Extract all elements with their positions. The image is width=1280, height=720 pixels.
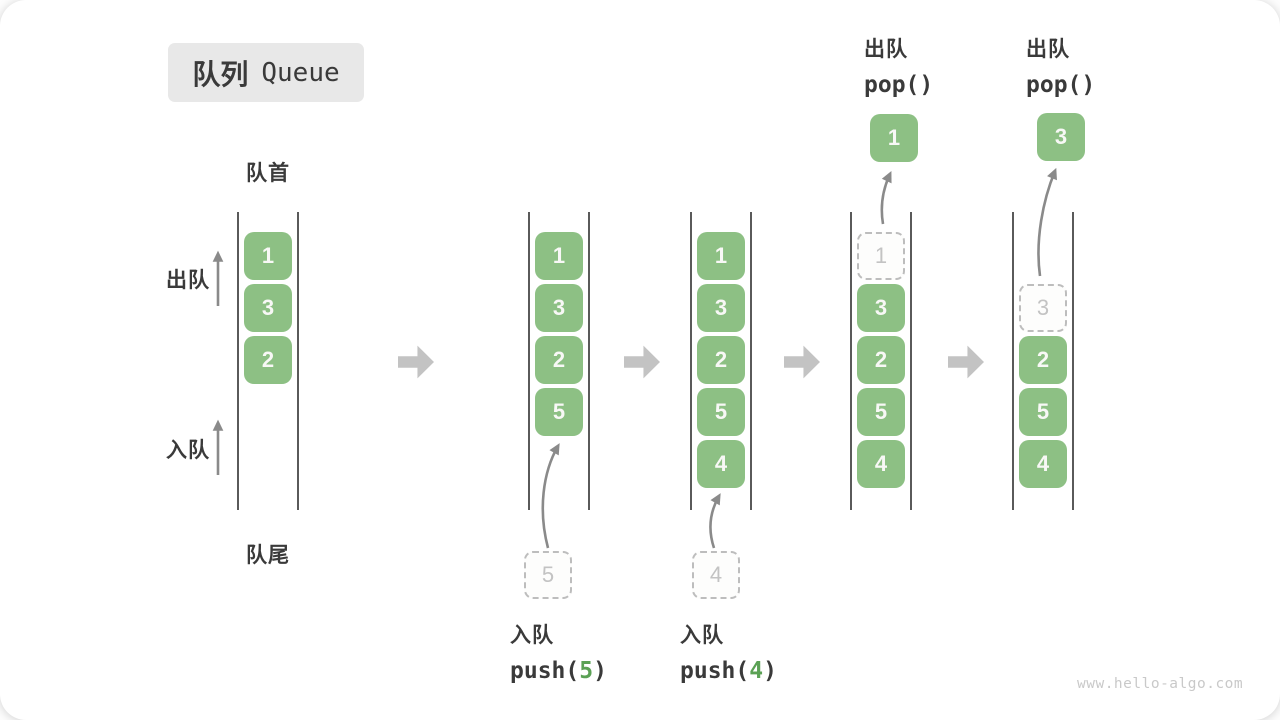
queue-item-solid: 5 bbox=[1019, 388, 1067, 436]
queue-item-solid: 3 bbox=[857, 284, 905, 332]
queue-item-dashed: 1 bbox=[857, 232, 905, 280]
queue-item-solid: 5 bbox=[697, 388, 745, 436]
op-pop-1-code: pop() bbox=[864, 72, 934, 98]
queue-item-solid: 4 bbox=[857, 440, 905, 488]
op-enqueue-5: 入队 push(5) bbox=[510, 619, 607, 684]
label-enqueue-direction: 入队 bbox=[166, 439, 210, 462]
code-prefix: push( bbox=[680, 658, 750, 684]
queue-channel-4 bbox=[850, 212, 912, 510]
queue-channel-5 bbox=[1012, 212, 1074, 510]
queue-item-solid: 4 bbox=[697, 440, 745, 488]
queue-item-solid: 3 bbox=[244, 284, 292, 332]
code-suffix: ) bbox=[593, 658, 607, 684]
queue-item-solid: 3 bbox=[535, 284, 583, 332]
transition-arrow-icon bbox=[948, 345, 984, 379]
queue-item-solid: 1 bbox=[535, 232, 583, 280]
queue-item-solid: 5 bbox=[535, 388, 583, 436]
queue-item-solid: 2 bbox=[1019, 336, 1067, 384]
transition-arrow-icon bbox=[784, 345, 820, 379]
op-pop-1-label: 出队 bbox=[864, 38, 908, 61]
queue-item-solid: 5 bbox=[857, 388, 905, 436]
code-arg: 4 bbox=[749, 658, 764, 684]
title-en: Queue bbox=[261, 57, 340, 88]
queue-item-solid: 2 bbox=[535, 336, 583, 384]
title-chip: 队列 Queue bbox=[168, 43, 364, 102]
code-arg: 5 bbox=[579, 658, 594, 684]
op-pop-3-label: 出队 bbox=[1026, 38, 1070, 61]
op-enqueue-4-code: push(4) bbox=[680, 658, 777, 684]
op-enqueue-5-label: 入队 bbox=[510, 624, 554, 647]
op-enqueue-4: 入队 push(4) bbox=[680, 619, 777, 684]
transition-arrow-icon bbox=[398, 345, 434, 379]
queue-item-dashed: 3 bbox=[1019, 284, 1067, 332]
op-enqueue-5-code: push(5) bbox=[510, 658, 607, 684]
watermark: www.hello-algo.com bbox=[1077, 676, 1244, 692]
label-queue-rear: 队尾 bbox=[246, 544, 290, 567]
popped-element-1: 1 bbox=[870, 114, 918, 162]
op-enqueue-4-label: 入队 bbox=[680, 624, 724, 647]
transition-arrow-icon bbox=[624, 345, 660, 379]
queue-item-solid: 2 bbox=[244, 336, 292, 384]
label-dequeue-direction: 出队 bbox=[166, 269, 210, 292]
op-pop-1: 出队 pop() bbox=[864, 33, 933, 98]
op-pop-3: 出队 pop() bbox=[1026, 33, 1095, 98]
queue-item-solid: 2 bbox=[697, 336, 745, 384]
title-zh: 队列 bbox=[192, 58, 249, 90]
queue-item-solid: 4 bbox=[1019, 440, 1067, 488]
queue-item-solid: 2 bbox=[857, 336, 905, 384]
op-pop-3-code: pop() bbox=[1026, 72, 1096, 98]
label-queue-front: 队首 bbox=[246, 162, 290, 185]
queue-item-solid: 1 bbox=[244, 232, 292, 280]
queue-channel-3 bbox=[690, 212, 752, 510]
code-prefix: push( bbox=[510, 658, 580, 684]
incoming-element-5: 5 bbox=[524, 551, 572, 599]
queue-channel-1 bbox=[237, 212, 299, 510]
queue-channel-2 bbox=[528, 212, 590, 510]
incoming-element-4: 4 bbox=[692, 551, 740, 599]
popped-element-3: 3 bbox=[1037, 113, 1085, 161]
code-suffix: ) bbox=[763, 658, 777, 684]
queue-item-solid: 3 bbox=[697, 284, 745, 332]
queue-item-solid: 1 bbox=[697, 232, 745, 280]
